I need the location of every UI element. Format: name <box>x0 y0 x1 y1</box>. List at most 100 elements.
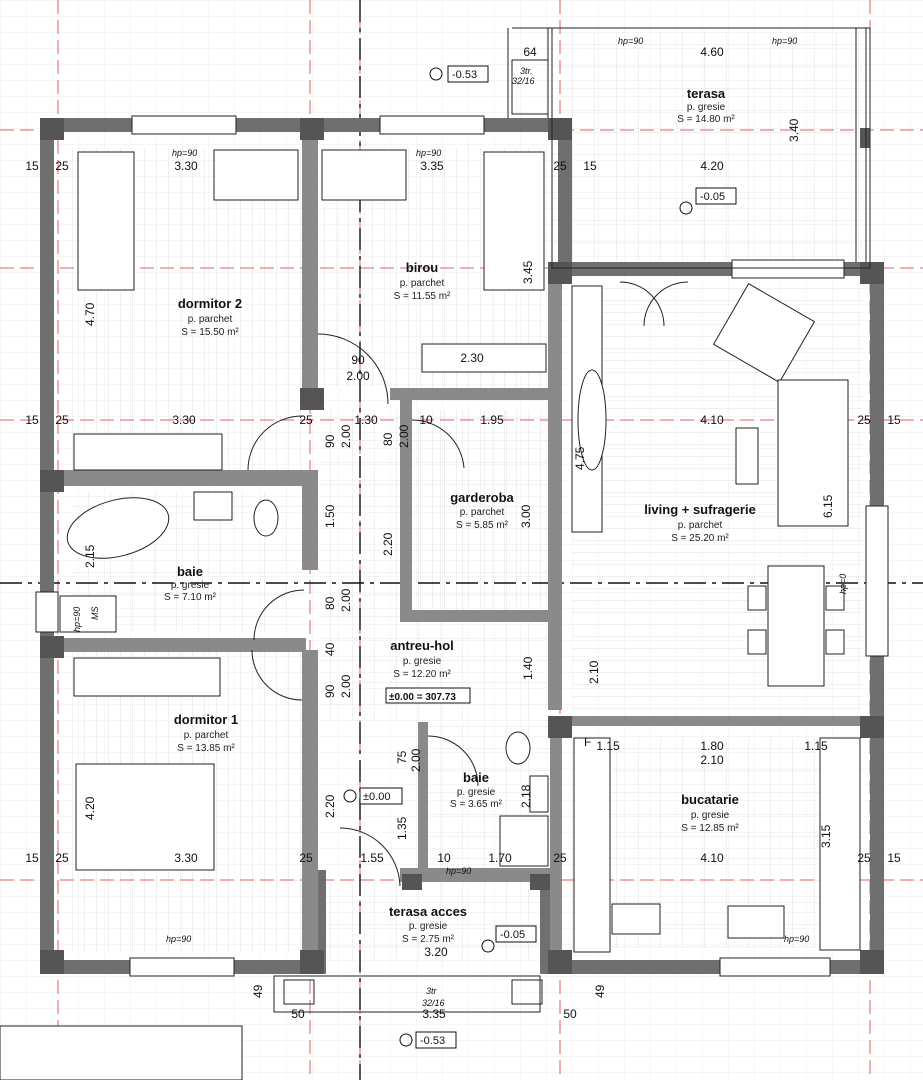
doors <box>247 281 689 887</box>
ms-label: MS <box>90 607 100 621</box>
dim: 1.55 <box>360 851 384 865</box>
sink-icon <box>193 491 233 521</box>
dim: 50 <box>291 1007 305 1021</box>
sill-height: hp=90 <box>772 36 797 46</box>
dim: 90 <box>323 684 337 698</box>
dim: 15 <box>887 851 901 865</box>
room-area-living: S = 25.20 m² <box>671 533 729 544</box>
inner-walls <box>54 132 874 960</box>
bathtub-icon <box>66 497 170 559</box>
kitchen-sink-icon <box>727 905 785 939</box>
shower-icon <box>499 815 549 867</box>
level-marker-icon <box>679 201 693 215</box>
dim: 6.15 <box>821 494 835 518</box>
dim: 25 <box>55 159 69 173</box>
level-marker-icon <box>481 939 495 953</box>
dim: 1.50 <box>323 504 337 528</box>
room-area-terasa-acces: S = 2.75 m² <box>402 934 455 945</box>
room-floor-bucatarie: p. gresie <box>691 810 730 821</box>
dim: 80 <box>323 596 337 610</box>
dim: 1.40 <box>521 656 535 680</box>
dim: 75 <box>395 750 409 764</box>
bed-icon <box>483 151 545 291</box>
dim: 25 <box>55 851 69 865</box>
sill-height: hp=90 <box>172 148 197 158</box>
room-name-baie2: baie <box>463 770 489 785</box>
dim: 4.75 <box>573 446 587 470</box>
sill-height: hp=90 <box>784 934 809 944</box>
dim: 2.10 <box>587 660 601 684</box>
sill-height: hp=90 <box>72 607 82 632</box>
stairs-label: 3tr. <box>520 66 533 76</box>
dim: 2.00 <box>339 588 353 612</box>
dim: 2.00 <box>339 424 353 448</box>
room-floor-dormitor2: p. parchet <box>188 314 233 325</box>
dim: 25 <box>857 413 871 427</box>
dim: 25 <box>553 159 567 173</box>
room-area-terasa: S = 14.80 m² <box>677 114 735 125</box>
dim: 90 <box>351 353 365 367</box>
dim: 49 <box>593 984 607 998</box>
room-area-baie1: S = 7.10 m² <box>164 592 217 603</box>
dim: 25 <box>553 851 567 865</box>
dim: 25 <box>299 413 313 427</box>
room-name-living: living + sufragerie <box>644 502 756 517</box>
room-floor-antreu: p. gresie <box>403 656 442 667</box>
terrace-canopy <box>507 27 871 269</box>
room-name-antreu: antreu-hol <box>390 638 454 653</box>
dim: 1.30 <box>354 413 378 427</box>
level-bottom: -0.53 <box>420 1035 445 1047</box>
room-floor-garderoba: p. parchet <box>460 507 505 518</box>
level-hall: ±0.00 <box>363 791 390 803</box>
room-floor-terasa: p. gresie <box>687 102 726 113</box>
room-name-dormitor1: dormitor 1 <box>174 712 238 727</box>
dim: 10 <box>437 851 451 865</box>
room-area-dormitor1: S = 13.85 m² <box>177 743 235 754</box>
desk-icon <box>321 149 407 201</box>
room-floor-terasa-acces: p. gresie <box>409 921 448 932</box>
dim: 1.95 <box>480 413 504 427</box>
room-area-garderoba: S = 5.85 m² <box>456 520 509 531</box>
dim: 3.30 <box>174 159 198 173</box>
room-area-bucatarie: S = 12.85 m² <box>681 823 739 834</box>
dim: 25 <box>55 413 69 427</box>
dim: 2.20 <box>381 532 395 556</box>
room-name-dormitor2: dormitor 2 <box>178 296 242 311</box>
dimensions: 64 4.60 3.40 4.20 3.30 3.35 4.70 3.45 90… <box>25 45 901 1021</box>
toilet-icon <box>253 499 279 537</box>
dim: 15 <box>25 413 39 427</box>
level-marker-icon <box>399 1033 413 1047</box>
level-zero-ref: ±0.00 = 307.73 <box>389 692 456 703</box>
sink-icon <box>529 775 549 813</box>
dim: 1.15 <box>596 739 620 753</box>
property-boundary <box>0 1025 243 1080</box>
dim: 2.00 <box>346 369 370 383</box>
dim: 3.20 <box>424 945 448 959</box>
dim: 3.30 <box>174 851 198 865</box>
toilet-icon <box>505 731 531 765</box>
room-name-garderoba: garderoba <box>450 490 514 505</box>
dim: 4.20 <box>700 159 724 173</box>
dim: 1.80 <box>700 739 724 753</box>
room-area-birou: S = 11.55 m² <box>394 291 451 302</box>
dim: 2.00 <box>409 748 423 772</box>
sill-height: hp=0 <box>838 574 848 594</box>
sill-height: hp=90 <box>416 148 441 158</box>
level-terrace: -0.05 <box>700 191 725 203</box>
sill-height: hp=90 <box>446 866 471 876</box>
furniture <box>59 149 861 953</box>
room-floor-birou: p. parchet <box>400 278 445 289</box>
room-name-terasa: terasa <box>687 86 726 101</box>
dim: 4.20 <box>83 796 97 820</box>
level-marker-icon <box>343 789 357 803</box>
stairs-label: 32/16 <box>422 998 445 1008</box>
room-name-bucatarie: bucatarie <box>681 792 739 807</box>
room-area-antreu: S = 12.20 m² <box>393 669 451 680</box>
dim: 90 <box>323 434 337 448</box>
dim: 4.10 <box>700 413 724 427</box>
room-name-birou: birou <box>406 260 439 275</box>
dim: 2.10 <box>700 753 724 767</box>
dim: 1.70 <box>488 851 512 865</box>
stairs <box>273 59 549 1013</box>
dim: 40 <box>323 642 337 656</box>
